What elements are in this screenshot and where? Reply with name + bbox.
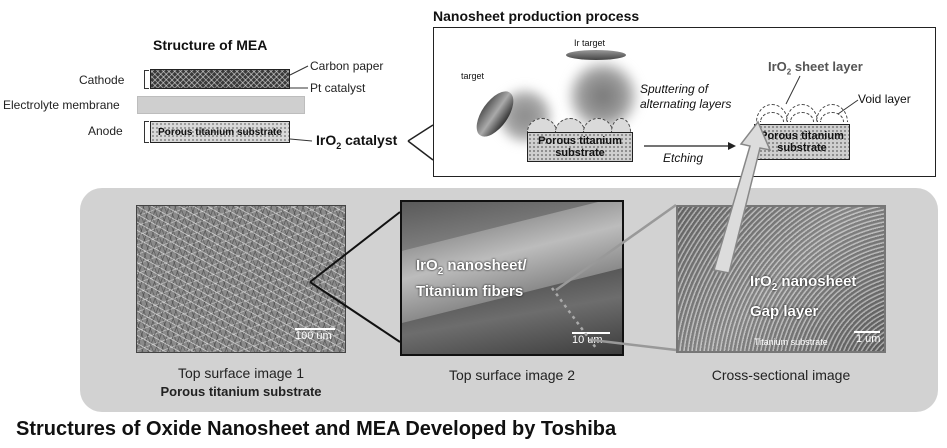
iro2-catalyst-label: IrO2 catalyst [316,132,398,151]
img1-subcaption: Porous titanium substrate [160,384,322,399]
zoom-line-1b [309,281,401,343]
img3-substrate-label: Titanium substrate [754,337,828,347]
img3-caption: Cross-sectional image [711,367,851,383]
top-surface-image-1: 100 um [136,205,346,353]
img2-caption: Top surface image 2 [448,367,576,383]
zoom-line-2b [591,338,677,352]
img3-gap-layer-label: Gap layer [750,303,819,320]
electrolyte-membrane-layer [137,96,305,114]
carbon-paper-label: Carbon paper [310,59,384,73]
right-target-disc [566,50,626,60]
zoom-line-2a [555,203,677,292]
img3-scale-label: 1 um [856,333,881,345]
zoom-line-1a [309,211,401,283]
membrane-label: Electrolyte membrane [3,98,120,112]
dotted-region [550,287,598,349]
mea-title: Structure of MEA [153,37,268,53]
anode-layer: Porous titanium substrate [150,121,290,143]
carbon-paper-leader [289,65,309,76]
void-layer-leader [837,99,859,115]
etching-arrow [644,142,736,150]
img3-nanosheet-label: IrO2 nanosheet [750,273,857,293]
cathode-label: Cathode [79,73,125,87]
anode-substrate-label: Porous titanium substrate [158,126,282,138]
callout-bottom-line [407,140,434,161]
anode-bracket [144,121,149,143]
callout-top-line [407,124,434,142]
cross-sectional-image: IrO2 nanosheet Gap layer Titanium substr… [676,205,886,353]
cross-section-arrow [713,120,772,274]
top-surface-image-2: IrO2 nanosheet/ Titanium fibers 10 um [400,200,624,356]
cathode-layer [150,69,290,89]
anode-label: Anode [88,124,123,138]
cathode-bracket [144,70,149,89]
target-label-right: Ir target [574,38,606,48]
void-layer-label: Void layer [858,92,911,106]
img1-scale-bar [295,328,335,330]
sheet-layer-leader [785,75,801,105]
img2-scale-label: 10 um [572,334,603,346]
sputtering-label: Sputtering of alternating layers [640,82,732,111]
process-title: Nanosheet production process [433,8,640,24]
iro2-sheet-layer-label: IrO2 sheet layer [768,59,863,77]
img3-scale-bar [854,331,880,333]
img1-caption: Top surface image 1 [177,365,305,381]
etching-label: Etching [663,151,704,165]
pt-catalyst-label: Pt catalyst [310,81,366,95]
target-label-left: target [461,71,485,81]
iro2-catalyst-leader [289,138,313,142]
img2-label: IrO2 nanosheet/ Titanium fibers [416,257,527,300]
img1-scale-label: 100 um [295,330,332,342]
figure-title: Structures of Oxide Nanosheet and MEA De… [16,418,617,440]
img2-scale-bar [572,332,610,334]
